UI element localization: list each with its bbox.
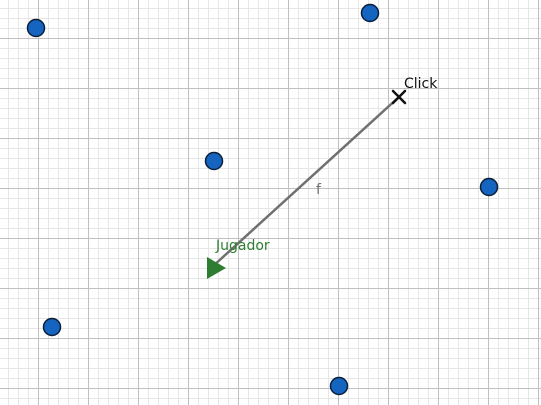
click-marker-icon[interactable] xyxy=(391,89,407,105)
player-label: Jugador xyxy=(215,238,270,254)
point-6[interactable] xyxy=(329,376,349,396)
point-1[interactable] xyxy=(26,18,46,38)
segment-label: f xyxy=(316,182,322,198)
point-5[interactable] xyxy=(42,317,62,337)
segment-f[interactable] xyxy=(210,95,401,269)
point-4[interactable] xyxy=(479,177,499,197)
point-2[interactable] xyxy=(360,3,380,23)
player-triangle-icon[interactable] xyxy=(207,257,226,279)
click-label: Click xyxy=(404,76,438,92)
point-3[interactable] xyxy=(204,151,224,171)
